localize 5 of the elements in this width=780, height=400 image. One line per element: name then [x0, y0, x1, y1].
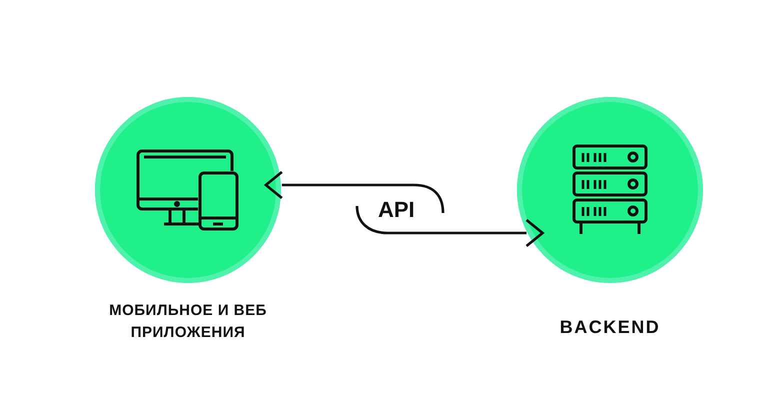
node-caption: МОБИЛЬНОЕ И ВЕБ ПРИЛОЖЕНИЯ	[108, 301, 268, 343]
arrow	[356, 206, 544, 248]
node-caption: BACKEND	[558, 316, 662, 338]
arrow	[264, 170, 444, 214]
api-label: API	[378, 197, 415, 223]
